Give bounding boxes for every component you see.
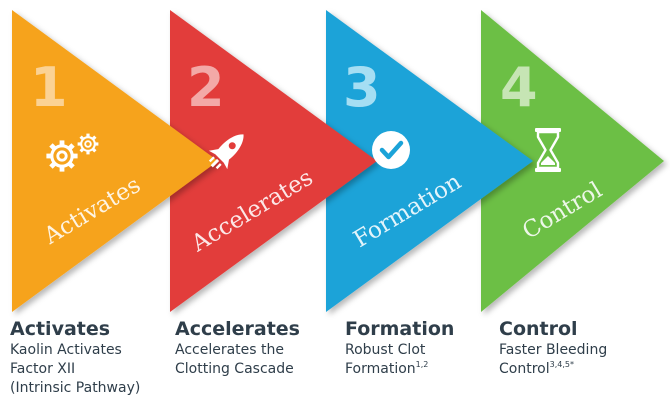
step-4-caption-line: Faster Bleeding xyxy=(499,342,608,358)
step-1-caption-line: (Intrinsic Pathway) xyxy=(10,380,141,396)
step-2-number: 2 xyxy=(187,56,225,119)
rocket-icon xyxy=(208,134,244,170)
step-3-caption-line: Robust Clot xyxy=(345,342,426,358)
step-4-caption-title: Control xyxy=(499,318,578,340)
step-3-citation: 1,2 xyxy=(415,360,429,369)
step-4-citation: 3,4,5* xyxy=(549,360,574,369)
step-2-caption-title: Accelerates xyxy=(175,318,300,340)
step-1-number: 1 xyxy=(30,56,68,119)
step-3-caption-title: Formation xyxy=(345,318,455,340)
step-4-arrow-shape xyxy=(481,10,664,312)
checkmark-circle-icon xyxy=(372,131,410,169)
step-4-caption: Control Faster Bleeding Control3,4,5* xyxy=(499,318,659,379)
step-2-caption: Accelerates Accelerates the Clotting Cas… xyxy=(175,318,335,379)
step-1-caption-line: Kaolin Activates xyxy=(10,342,122,358)
step-1-caption-line: Factor XII xyxy=(10,361,76,377)
step-1-arrow-shape xyxy=(12,10,218,312)
step-2-caption-line: Clotting Cascade xyxy=(175,361,294,377)
step-4-caption-line: Control3,4,5* xyxy=(499,360,659,379)
hourglass-icon xyxy=(535,128,561,172)
step-3-caption-line: Formation1,2 xyxy=(345,360,505,379)
step-2-arrow-shape xyxy=(170,10,377,312)
step-1-caption-title: Activates xyxy=(10,318,111,340)
step-4-caption-text: Control xyxy=(499,361,550,377)
step-4-number: 4 xyxy=(500,56,538,119)
step-3-number: 3 xyxy=(343,56,381,119)
step-3-caption: Formation Robust Clot Formation1,2 xyxy=(345,318,505,379)
step-3-caption-text: Formation xyxy=(345,361,416,377)
step-2-caption-line: Accelerates the xyxy=(175,342,284,358)
step-3-arrow-shape xyxy=(326,10,533,312)
step-1-caption: Activates Kaolin Activates Factor XII (I… xyxy=(10,318,170,398)
